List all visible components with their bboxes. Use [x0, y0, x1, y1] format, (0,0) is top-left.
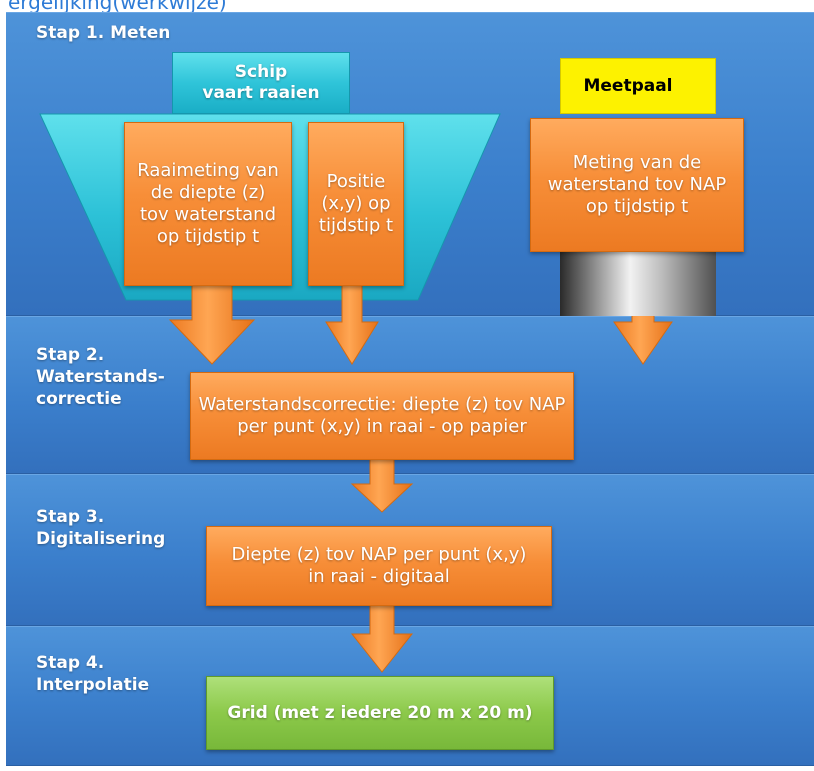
page-title: ergelijking(werkwijze)	[8, 0, 227, 14]
down-arrow-icon	[325, 283, 379, 365]
step-2-label: Stap 2. Waterstands- correctie	[36, 345, 165, 409]
raaimeting-box: Raaimeting van de diepte (z) tov waterst…	[124, 122, 292, 286]
digitaal-box: Diepte (z) tov NAP per punt (x,y) in raa…	[206, 526, 552, 606]
step-4-label: Stap 4. Interpolatie	[36, 653, 150, 695]
down-arrow-icon	[168, 283, 256, 365]
correctie-box: Waterstandscorrectie: diepte (z) tov NAP…	[190, 372, 574, 460]
step-3-label: Stap 3. Digitalisering	[36, 507, 166, 549]
down-arrow-icon	[350, 457, 414, 513]
ship-box: Schip vaart raaien	[172, 52, 350, 114]
step-1-label: Stap 1. Meten	[36, 23, 171, 43]
meetpaal-box: Meetpaal	[560, 58, 716, 114]
positie-box: Positie (x,y) op tijdstip t	[308, 122, 404, 286]
down-arrow-icon	[350, 603, 414, 673]
waterstand-box: Meting van de waterstand tov NAP op tijd…	[530, 118, 744, 252]
pole-cylinder-icon	[560, 252, 716, 316]
grid-box: Grid (met z iedere 20 m x 20 m)	[206, 676, 554, 750]
